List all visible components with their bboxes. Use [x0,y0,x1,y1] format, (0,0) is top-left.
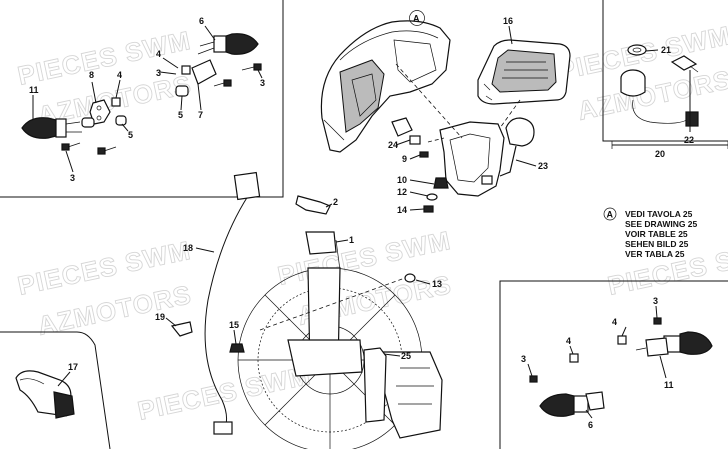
callout-25: 25 [401,351,411,361]
callout-3: 3 [156,68,161,78]
callout-A: A [413,14,420,24]
callout-18: 18 [183,243,193,253]
rear-turn-bracket-8 [89,99,111,125]
rear-turn-bracket-7 [191,59,217,85]
horn-bracket-2 [295,195,331,215]
drawing-ref-marker [409,10,425,26]
watermark-line1: PIECES SWM [135,360,314,426]
callout-23: 23 [538,161,548,171]
horn-1 [305,231,341,271]
dashboard-bracket-23 [439,117,535,197]
callout-19: 19 [155,312,165,322]
callout-22: 22 [684,135,694,145]
dashboard-16 [477,39,571,105]
nut-4 [181,65,191,75]
spacer-5 [81,117,95,128]
callout-21: 21 [661,45,671,55]
screw-3 [213,79,232,87]
callout-24: 24 [388,140,398,150]
spacer-5 [115,115,127,126]
callout-4: 4 [156,49,161,59]
brake-caliper [377,351,443,439]
callout-10: 10 [397,175,407,185]
clip-24 [409,135,421,145]
callout-20: 20 [655,149,665,159]
callout-4: 4 [612,317,617,327]
callout-16: 16 [503,16,513,26]
note-marker: A [607,210,614,220]
front-fork [287,267,363,377]
grommet-10 [433,177,449,189]
callout-11: 11 [29,85,39,95]
screw-3 [653,317,662,325]
nut-4 [569,353,579,363]
callout-4: 4 [117,70,122,80]
ignition-switch [620,55,699,127]
callout-8: 8 [89,70,94,80]
screw-14 [423,205,434,213]
callout-4: 4 [566,336,571,346]
inset-box-top-right [602,0,728,142]
callout-5: 5 [178,110,183,120]
screw-3 [61,142,81,151]
callout-3: 3 [260,78,265,88]
callout-6: 6 [199,16,204,26]
callout-5: 5 [128,130,133,140]
rear-left-turn-signal [21,117,82,139]
front-left-turn-signal [539,391,605,417]
callout-3: 3 [70,173,75,183]
callout-17: 17 [68,362,78,372]
callout-3: 3 [653,296,658,306]
inset-box-bottom-right [499,280,728,449]
callout-1: 1 [349,235,354,245]
note-line-1: VEDI TAVOLA 25 [625,209,693,219]
callout-2: 2 [333,197,338,207]
callout-15: 15 [229,320,239,330]
washer-12 [426,193,438,201]
callout-14: 14 [397,205,407,215]
speedometer-cable-18 [204,171,261,435]
callout-3: 3 [521,354,526,364]
spacer-5 [175,85,189,97]
inset-box-bottom-left [0,331,111,449]
callout-9: 9 [402,154,407,164]
headlight-mask [320,20,451,153]
rear-right-turn-signal [197,33,259,55]
note-line-3: VOIR TABLE 25 [625,229,688,239]
inset-box-top-left [0,0,284,198]
note-line-5: VER TABLA 25 [625,249,685,259]
screw-15 [229,343,245,353]
screw-9 [419,151,429,158]
screw-3 [97,146,117,155]
nut-4 [111,97,121,107]
callout-6: 6 [588,420,593,430]
screw-3 [529,375,538,383]
cable-guide-19 [170,321,193,337]
note-line-4: SEHEN BILD 25 [625,239,689,249]
callout-13: 13 [432,279,442,289]
drawing-ref-marker [603,207,617,221]
screw-3 [241,63,262,71]
note-line-2: SEE DRAWING 25 [625,219,698,229]
front-right-turn-signal [635,331,713,357]
nut-4 [617,335,627,345]
callout-11: 11 [664,380,674,390]
sensor-bracket-25 [363,347,387,423]
callout-7: 7 [198,110,203,120]
cable-clamp-17 [15,370,75,419]
ignition-key-ring-21 [627,44,647,56]
washer-13 [404,273,416,283]
callout-12: 12 [397,187,407,197]
